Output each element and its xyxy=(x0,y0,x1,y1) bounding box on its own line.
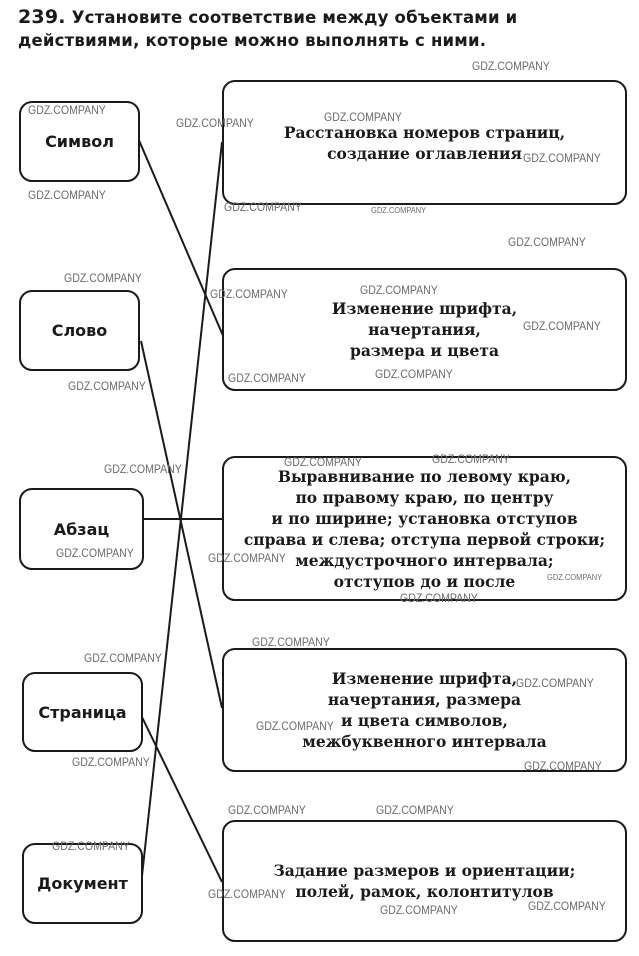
watermark: GDZ.COMPANY xyxy=(64,271,142,285)
action-font-style-color[interactable]: Изменение шрифта, начертания, размера и … xyxy=(222,268,627,391)
object-abzac[interactable]: Абзац xyxy=(19,488,144,570)
watermark: GDZ.COMPANY xyxy=(380,903,458,917)
watermark: GDZ.COMPANY xyxy=(516,676,594,690)
object-label: Символ xyxy=(45,132,114,151)
match-line-simvol xyxy=(137,137,225,339)
task-heading: 239.Установите соответствие между объект… xyxy=(18,6,630,52)
watermark: GDZ.COMPANY xyxy=(68,379,146,393)
watermark: GDZ.COMPANY xyxy=(28,188,106,202)
watermark: GDZ.COMPANY xyxy=(400,591,478,605)
action-text: Расстановка номеров страниц, создание ог… xyxy=(283,122,566,163)
action-alignment-indents[interactable]: Выравнивание по левому краю, по правому … xyxy=(222,456,627,601)
watermark: GDZ.COMPANY xyxy=(208,551,286,565)
watermark: GDZ.COMPANY xyxy=(371,205,427,215)
watermark: GDZ.COMPANY xyxy=(176,116,254,130)
object-stranica[interactable]: Страница xyxy=(22,672,143,752)
watermark: GDZ.COMPANY xyxy=(432,452,510,466)
watermark: GDZ.COMPANY xyxy=(472,59,550,73)
task-text: Установите соответствие между объектами … xyxy=(18,8,518,50)
watermark: GDZ.COMPANY xyxy=(210,287,288,301)
watermark: GDZ.COMPANY xyxy=(28,103,106,117)
object-simvol[interactable]: Символ xyxy=(19,101,140,182)
watermark: GDZ.COMPANY xyxy=(256,719,334,733)
watermark: GDZ.COMPANY xyxy=(547,572,603,582)
object-dokument[interactable]: Документ xyxy=(22,843,143,924)
object-slovo[interactable]: Слово xyxy=(19,290,140,371)
action-text: Выравнивание по левому краю, по правому … xyxy=(243,466,606,591)
action-page-numbering[interactable]: Расстановка номеров страниц, создание ог… xyxy=(222,80,627,205)
watermark: GDZ.COMPANY xyxy=(524,759,602,773)
watermark: GDZ.COMPANY xyxy=(508,235,586,249)
watermark: GDZ.COMPANY xyxy=(284,455,362,469)
watermark: GDZ.COMPANY xyxy=(104,462,182,476)
watermark: GDZ.COMPANY xyxy=(52,839,130,853)
action-char-formatting[interactable]: Изменение шрифта, начертания, размера и … xyxy=(222,648,627,772)
object-label: Страница xyxy=(38,702,127,722)
watermark: GDZ.COMPANY xyxy=(252,635,330,649)
watermark: GDZ.COMPANY xyxy=(84,651,162,665)
action-text: Задание размеров и ориентации; полей, ра… xyxy=(273,861,576,901)
watermark: GDZ.COMPANY xyxy=(72,755,150,769)
watermark: GDZ.COMPANY xyxy=(523,319,601,333)
watermark: GDZ.COMPANY xyxy=(224,200,302,214)
watermark: GDZ.COMPANY xyxy=(228,803,306,817)
watermark: GDZ.COMPANY xyxy=(360,283,438,297)
object-label: Слово xyxy=(51,321,108,340)
watermark: GDZ.COMPANY xyxy=(208,887,286,901)
action-text: Изменение шрифта, начертания, размера и … xyxy=(302,669,547,751)
watermark: GDZ.COMPANY xyxy=(376,803,454,817)
watermark: GDZ.COMPANY xyxy=(324,110,402,124)
watermark: GDZ.COMPANY xyxy=(56,546,134,560)
match-line-dokument xyxy=(140,141,223,886)
object-label: Документ xyxy=(37,874,128,893)
object-label: Абзац xyxy=(53,519,110,539)
task-number: 239. xyxy=(18,6,66,28)
watermark: GDZ.COMPANY xyxy=(523,151,601,165)
watermark: GDZ.COMPANY xyxy=(375,367,453,381)
watermark: GDZ.COMPANY xyxy=(228,371,306,385)
watermark: GDZ.COMPANY xyxy=(528,899,606,913)
action-text: Изменение шрифта, начертания, размера и … xyxy=(331,299,518,360)
action-page-setup[interactable]: Задание размеров и ориентации; полей, ра… xyxy=(222,820,627,942)
match-line-stranica xyxy=(140,714,223,883)
